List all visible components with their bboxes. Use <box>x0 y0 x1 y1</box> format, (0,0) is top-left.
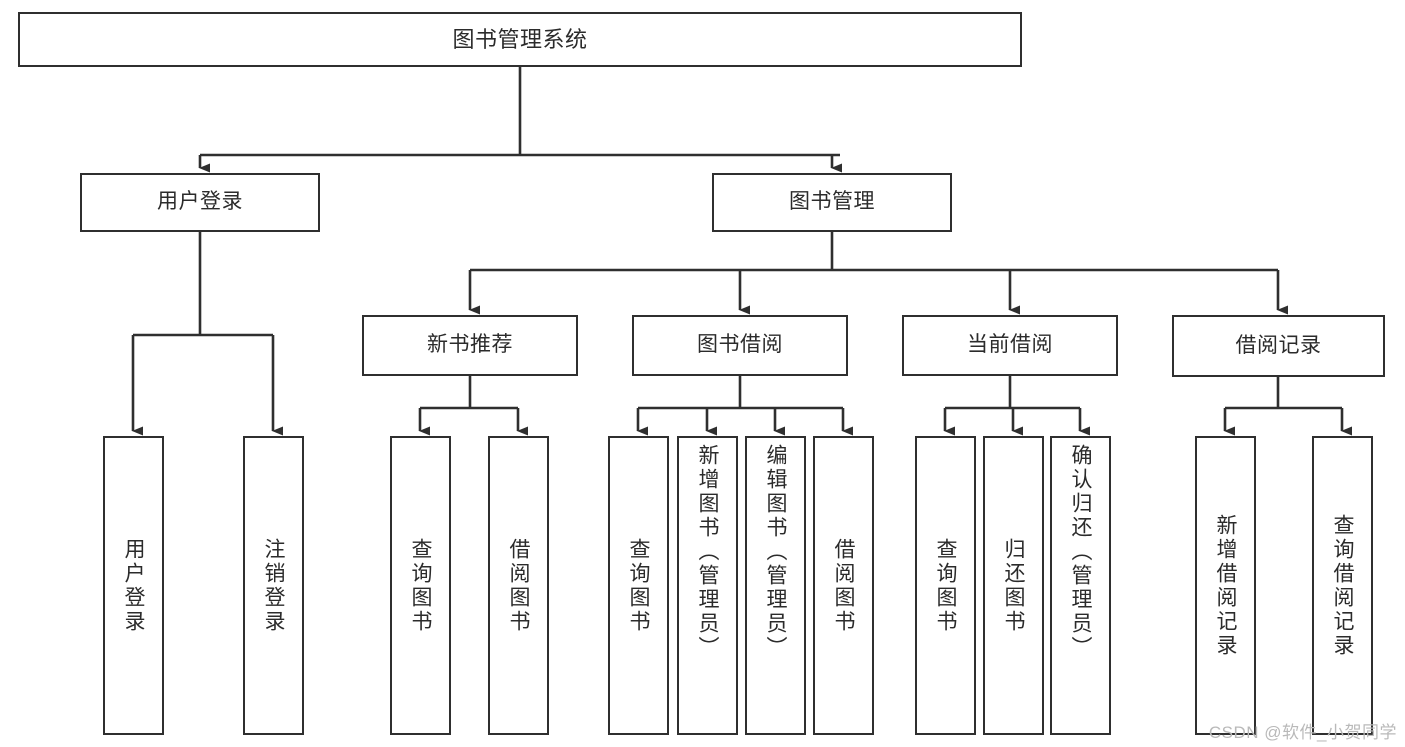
node-leaf-return-book[interactable]: 归还图书 <box>983 436 1044 735</box>
node-leaf-edit-book[interactable]: 编辑图书（管理员） <box>745 436 806 735</box>
node-borrow-record[interactable]: 借阅记录 <box>1172 315 1385 377</box>
watermark-text: CSDN @软件_小贺同学 <box>1208 723 1397 742</box>
node-book-manage[interactable]: 图书管理 <box>712 173 952 232</box>
node-label: 借阅记录 <box>1235 333 1322 357</box>
node-label: 查询图书 <box>409 537 432 634</box>
node-leaf-confirm-return[interactable]: 确认归还（管理员） <box>1050 436 1111 735</box>
node-label: 查询借阅记录 <box>1331 513 1354 658</box>
node-leaf-add-book[interactable]: 新增图书（管理员） <box>677 436 738 735</box>
node-book-borrow[interactable]: 图书借阅 <box>632 315 848 376</box>
node-label: 用户登录 <box>122 537 145 634</box>
node-label: 注销登录 <box>262 537 285 634</box>
node-label: 图书借阅 <box>697 333 783 357</box>
node-current-borrow[interactable]: 当前借阅 <box>902 315 1118 376</box>
node-label: 图书管理系统 <box>452 26 588 52</box>
node-leaf-query-book-borrow[interactable]: 查询图书 <box>608 436 669 735</box>
node-label: 当前借阅 <box>967 333 1053 357</box>
node-root-system[interactable]: 图书管理系统 <box>18 12 1022 67</box>
node-leaf-user-login[interactable]: 用户登录 <box>103 436 164 735</box>
node-label: 借阅图书 <box>507 537 530 634</box>
node-label: 归还图书 <box>1002 537 1025 634</box>
node-label: 查询图书 <box>934 537 957 634</box>
node-user-login[interactable]: 用户登录 <box>80 173 320 232</box>
node-label: 借阅图书 <box>832 537 855 634</box>
node-leaf-query-borrow-record[interactable]: 查询借阅记录 <box>1312 436 1373 735</box>
node-leaf-add-borrow-record[interactable]: 新增借阅记录 <box>1195 436 1256 735</box>
node-label: 新增借阅记录 <box>1214 513 1237 658</box>
node-label: 图书管理 <box>789 190 875 214</box>
node-label: 编辑图书（管理员） <box>764 444 787 660</box>
node-leaf-query-book-current[interactable]: 查询图书 <box>915 436 976 735</box>
node-label: 新书推荐 <box>427 333 513 357</box>
node-leaf-query-book-recommend[interactable]: 查询图书 <box>390 436 451 735</box>
node-label: 用户登录 <box>157 190 243 214</box>
node-leaf-borrow-book-recommend[interactable]: 借阅图书 <box>488 436 549 735</box>
node-leaf-logout[interactable]: 注销登录 <box>243 436 304 735</box>
node-label: 确认归还（管理员） <box>1069 444 1092 660</box>
node-label: 查询图书 <box>627 537 650 634</box>
node-label: 新增图书（管理员） <box>696 444 719 660</box>
node-new-book-recommend[interactable]: 新书推荐 <box>362 315 578 376</box>
node-leaf-borrow-book[interactable]: 借阅图书 <box>813 436 874 735</box>
